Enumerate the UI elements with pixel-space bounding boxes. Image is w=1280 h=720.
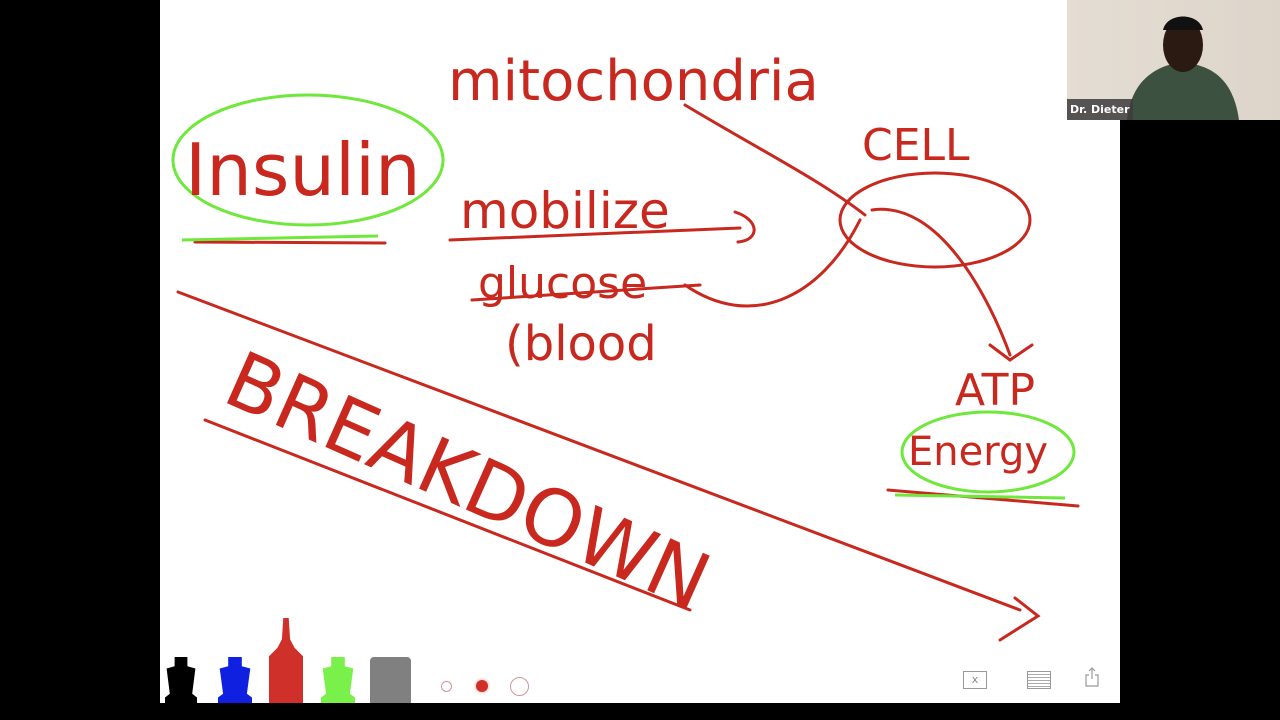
clear-icon: x — [971, 673, 979, 686]
stroke-size-medium[interactable] — [476, 680, 488, 692]
cell-outline — [838, 171, 1032, 269]
presenter-video — [1127, 16, 1239, 120]
word-insulin: Insulin — [185, 128, 421, 212]
whiteboard-drawing: mitochondria Insulin mobilize glucose (b… — [171, 49, 1080, 642]
participant-name: Dr. Dieter — [1067, 99, 1133, 120]
share-button[interactable] — [1085, 667, 1099, 687]
breakdown-top-line — [176, 290, 1022, 612]
word-glucose: glucose — [478, 258, 647, 309]
stroke-size-large[interactable] — [510, 677, 529, 696]
word-cell: CELL — [862, 120, 970, 171]
eraser-tool[interactable] — [370, 657, 411, 703]
energy-green-underline — [894, 493, 1066, 500]
insulin-highlight — [171, 93, 445, 227]
word-breakdown: BREAKDOWN — [212, 335, 722, 628]
whiteboard-canvas[interactable]: mitochondria Insulin mobilize glucose (b… — [160, 0, 1120, 703]
word-mitochondria: mitochondria — [448, 49, 819, 114]
stroke-size-small[interactable] — [441, 681, 452, 692]
glucose-strike — [470, 283, 702, 302]
webcam-feed: Dr. Dieter — [1067, 0, 1280, 120]
breakdown-bottom-line — [203, 418, 692, 612]
word-energy: Energy — [908, 429, 1048, 475]
word-mobilize: mobilize — [460, 182, 670, 240]
insulin-underline — [193, 240, 387, 245]
word-blood: (blood — [505, 316, 657, 372]
word-atp: ATP — [955, 365, 1035, 416]
glucose-to-cell-arrow — [683, 218, 862, 308]
share-icon — [1085, 667, 1099, 687]
mitochondria-arrow — [683, 103, 867, 217]
insulin-green-underline — [181, 234, 379, 242]
menu-button[interactable] — [1027, 671, 1051, 689]
clear-button[interactable]: x — [963, 671, 987, 689]
cell-to-atp-arrow — [870, 207, 1034, 362]
long-arrowhead — [998, 596, 1041, 642]
mobilize-underline-arrow — [448, 210, 756, 244]
energy-highlight — [900, 410, 1076, 494]
